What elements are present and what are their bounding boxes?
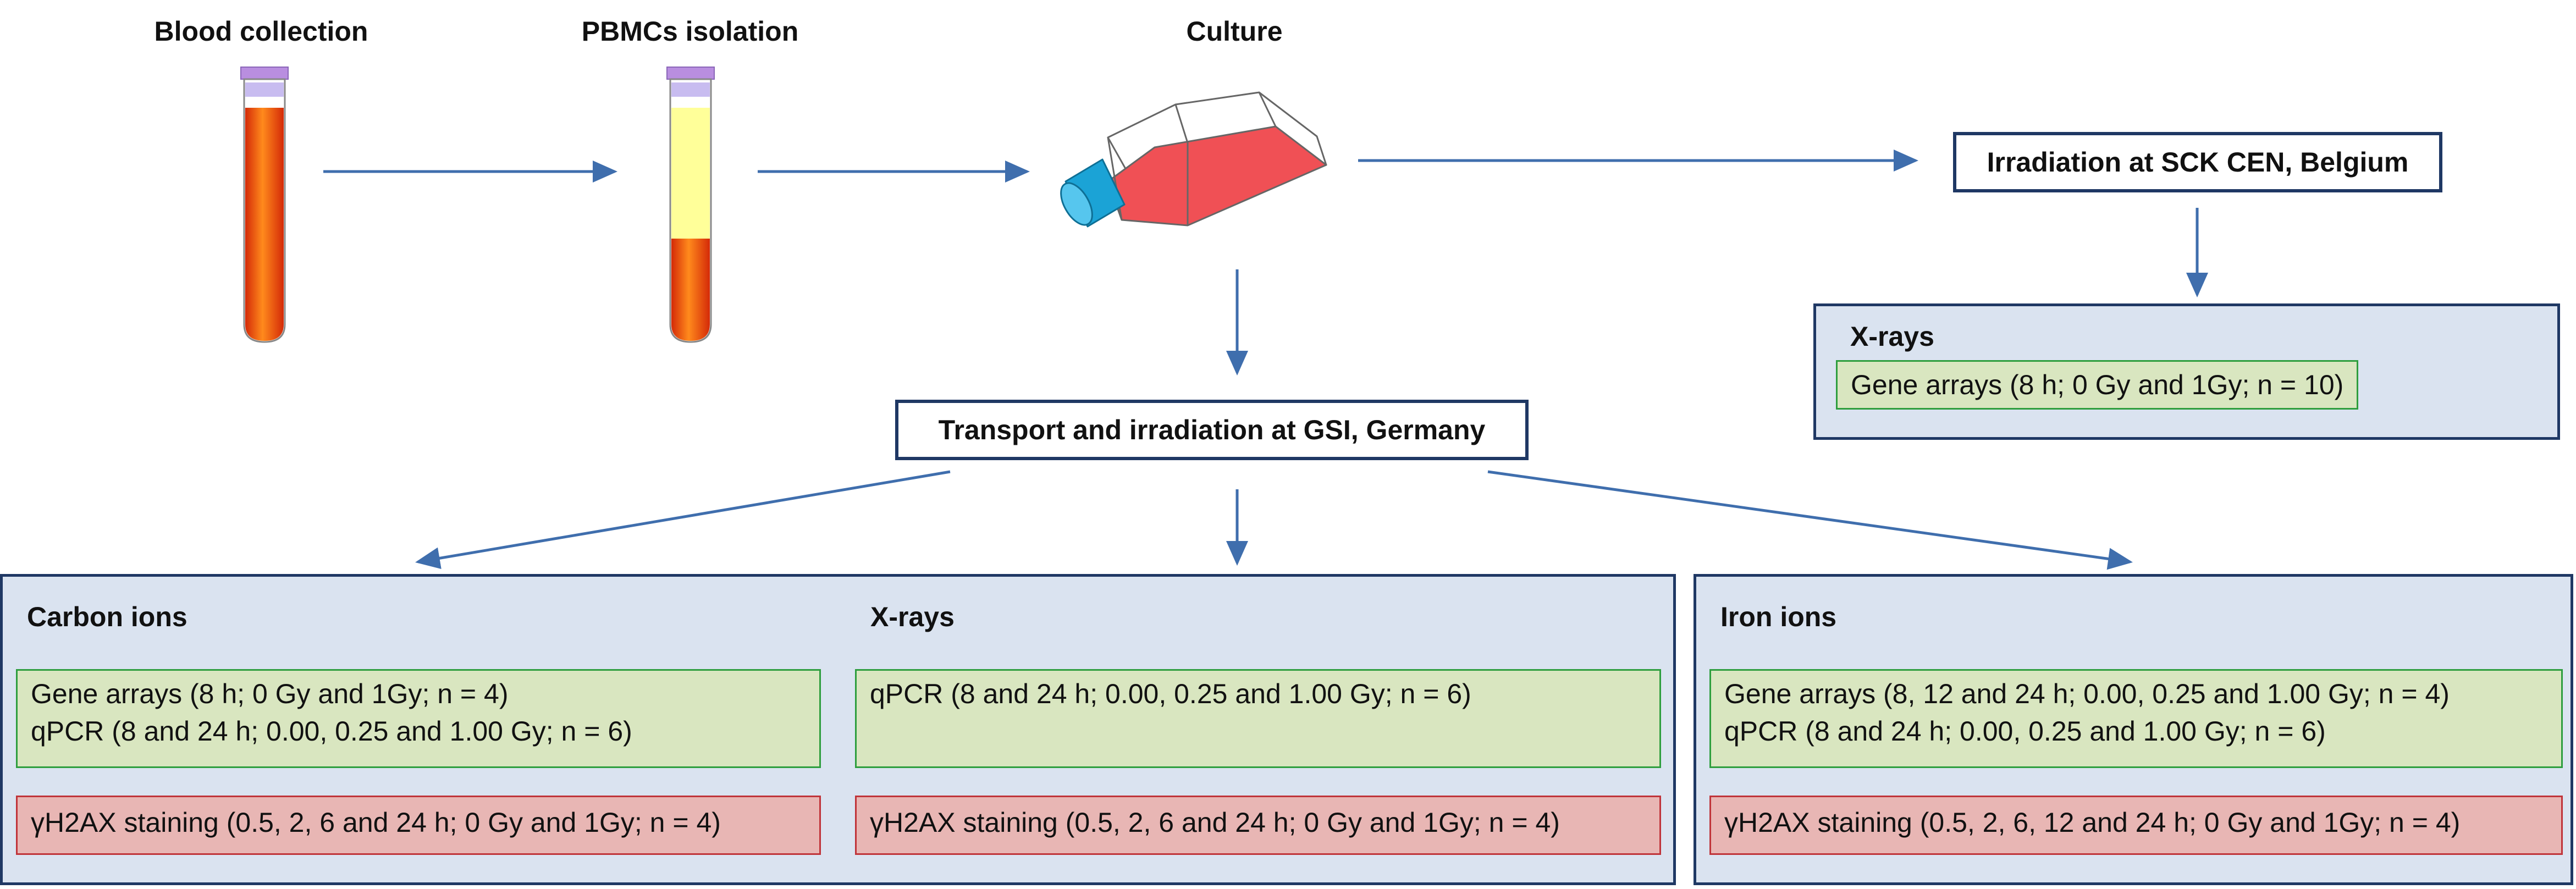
gsi-irradiation-box: Transport and irradiation at GSI, German…	[895, 400, 1529, 460]
iron-red-box: γH2AX staining (0.5, 2, 6, 12 and 24 h; …	[1709, 796, 2563, 855]
sck-xrays-panel: X-rays Gene arrays (8 h; 0 Gy and 1Gy; n…	[1813, 303, 2560, 440]
step-culture: Culture	[1186, 16, 1283, 47]
pbmc-tube-icon	[666, 67, 715, 343]
carbon-qpcr: qPCR (8 and 24 h; 0.00, 0.25 and 1.00 Gy…	[31, 716, 632, 747]
gsi-panel: Carbon ions Gene arrays (8 h; 0 Gy and 1…	[0, 574, 1676, 885]
iron-green-box: Gene arrays (8, 12 and 24 h; 0.00, 0.25 …	[1709, 669, 2563, 768]
xrays-gh2ax: γH2AX staining (0.5, 2, 6 and 24 h; 0 Gy…	[870, 807, 1560, 838]
sck-gene-arrays-text: Gene arrays (8 h; 0 Gy and 1Gy; n = 10)	[1851, 369, 2344, 400]
sck-irradiation-title: Irradiation at SCK CEN, Belgium	[1987, 147, 2409, 178]
xrays-green-box: qPCR (8 and 24 h; 0.00, 0.25 and 1.00 Gy…	[855, 669, 1661, 768]
gsi-irradiation-title: Transport and irradiation at GSI, German…	[938, 415, 1486, 445]
carbon-gene-arrays: Gene arrays (8 h; 0 Gy and 1Gy; n = 4)	[31, 678, 509, 709]
carbon-red-box: γH2AX staining (0.5, 2, 6 and 24 h; 0 Gy…	[16, 796, 821, 855]
iron-gh2ax: γH2AX staining (0.5, 2, 6, 12 and 24 h; …	[1724, 807, 2461, 838]
iron-qpcr: qPCR (8 and 24 h; 0.00, 0.25 and 1.00 Gy…	[1724, 716, 2326, 747]
xrays-title: X-rays	[870, 601, 955, 632]
step-blood-collection: Blood collection	[154, 16, 368, 47]
carbon-title: Carbon ions	[27, 601, 187, 632]
arrow-gsi-to-iron	[1487, 470, 2133, 570]
culture-flask-icon	[1060, 91, 1327, 228]
step-pbmc-isolation: PBMCs isolation	[581, 16, 799, 47]
arrows	[323, 150, 2208, 570]
iron-title: Iron ions	[1720, 601, 1837, 632]
iron-panel: Iron ions Gene arrays (8, 12 and 24 h; 0…	[1694, 574, 2573, 885]
carbon-green-box: Gene arrays (8 h; 0 Gy and 1Gy; n = 4) q…	[16, 669, 821, 768]
arrow-gsi-to-carbon	[415, 470, 951, 570]
sck-irradiation-box: Irradiation at SCK CEN, Belgium	[1953, 132, 2442, 192]
carbon-gh2ax: γH2AX staining (0.5, 2, 6 and 24 h; 0 Gy…	[31, 807, 721, 838]
blood-tube-icon	[240, 67, 289, 343]
iron-gene-arrays: Gene arrays (8, 12 and 24 h; 0.00, 0.25 …	[1724, 678, 2450, 709]
sck-gene-arrays-box: Gene arrays (8 h; 0 Gy and 1Gy; n = 10)	[1836, 360, 2359, 410]
sck-xrays-title: X-rays	[1850, 321, 1934, 352]
xrays-qpcr: qPCR (8 and 24 h; 0.00, 0.25 and 1.00 Gy…	[870, 678, 1471, 709]
xrays-red-box: γH2AX staining (0.5, 2, 6 and 24 h; 0 Gy…	[855, 796, 1661, 855]
